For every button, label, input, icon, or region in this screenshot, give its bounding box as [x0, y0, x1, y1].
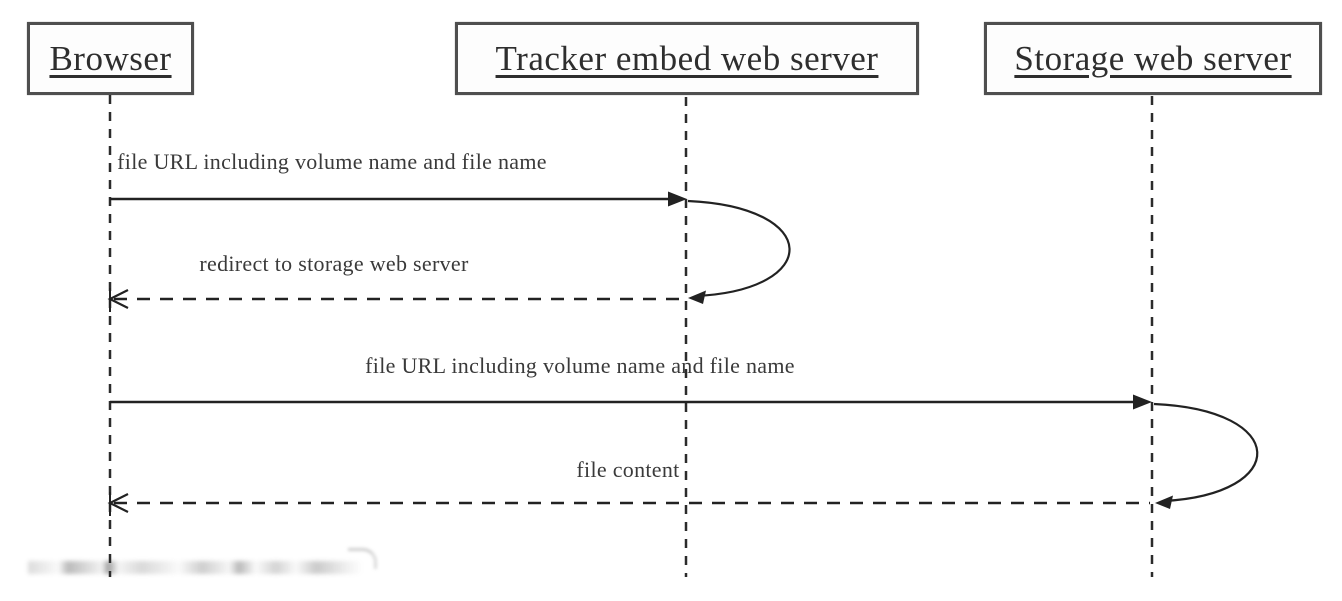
- cropped-caption-artifact: [28, 561, 363, 574]
- actor-label-tracker-embed-web-server: Tracker embed web server: [495, 38, 879, 78]
- actor-label-browser: Browser: [49, 38, 172, 78]
- actor-box-tracker-embed-web-server: Tracker embed web server: [455, 22, 919, 95]
- message-3-label: file URL including volume name and file …: [365, 353, 795, 378]
- tracker-self-loop-curve: [687, 199, 791, 298]
- actor-box-storage-web-server: Storage web server: [984, 22, 1322, 95]
- actor-box-browser: Browser: [27, 22, 194, 95]
- message-1-arrowhead-icon: [668, 191, 687, 207]
- actor-label-storage-web-server: Storage web server: [1014, 38, 1292, 78]
- storage-self-loop-curve: [1153, 402, 1259, 503]
- message-3-arrowhead-icon: [1133, 394, 1152, 410]
- tracker-self-loop-arrowhead-icon: [688, 290, 706, 304]
- message-2-label: redirect to storage web server: [199, 251, 469, 276]
- storage-self-loop-arrowhead-icon: [1155, 495, 1173, 509]
- cropped-caption-curl-artifact: [348, 548, 377, 569]
- message-1-label: file URL including volume name and file …: [117, 149, 547, 174]
- message-4-label: file content: [576, 457, 680, 482]
